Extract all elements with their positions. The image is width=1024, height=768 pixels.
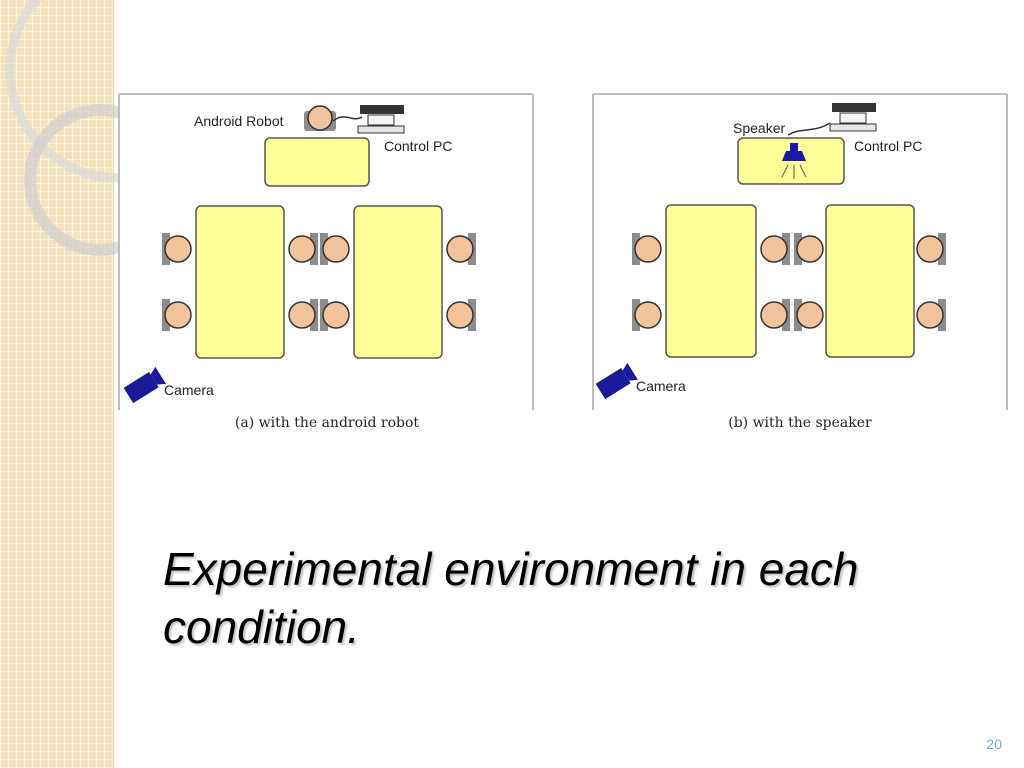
- diagram-android-robot: Android Robot Control PC Camera: [118, 93, 534, 411]
- person-icon: [446, 233, 476, 265]
- person-icon: [304, 105, 336, 131]
- caption-b: (b) with the speaker: [728, 415, 872, 431]
- camera-label: Camera: [164, 382, 214, 398]
- camera-label: Camera: [636, 378, 686, 394]
- person-icon: [632, 299, 662, 331]
- person-icon: [288, 233, 318, 265]
- speaker-label: Speaker: [733, 120, 785, 136]
- table-left: [195, 205, 285, 359]
- computer-icon: [357, 105, 405, 134]
- diagram-speaker: Speaker Control PC Camera: [592, 93, 1008, 411]
- person-icon: [632, 233, 662, 265]
- person-icon: [794, 299, 824, 331]
- person-icon: [760, 233, 790, 265]
- person-icon: [760, 299, 790, 331]
- person-icon: [288, 299, 318, 331]
- table-left: [665, 204, 757, 358]
- front-desk: [264, 137, 370, 187]
- computer-icon: [829, 103, 877, 132]
- caption-a: (a) with the android robot: [234, 415, 420, 431]
- person-icon: [320, 233, 350, 265]
- slide-title: Experimental environment in each conditi…: [163, 543, 859, 653]
- person-icon: [320, 299, 350, 331]
- participants: [162, 233, 476, 331]
- person-icon: [446, 299, 476, 331]
- person-icon: [916, 233, 946, 265]
- person-icon: [162, 233, 192, 265]
- table-right: [825, 204, 915, 358]
- robot-label: Android Robot: [194, 113, 284, 129]
- camera-icon: [123, 366, 166, 404]
- person-icon: [162, 299, 192, 331]
- person-icon: [916, 299, 946, 331]
- page-number: 20: [986, 736, 1002, 752]
- speaker-icon: [781, 143, 807, 179]
- decorative-circles: [5, 0, 130, 256]
- person-icon: [794, 233, 824, 265]
- table-right: [353, 205, 443, 359]
- control-pc-label: Control PC: [854, 138, 922, 154]
- control-pc-label: Control PC: [384, 138, 452, 154]
- camera-icon: [595, 362, 638, 400]
- participants: [632, 233, 946, 331]
